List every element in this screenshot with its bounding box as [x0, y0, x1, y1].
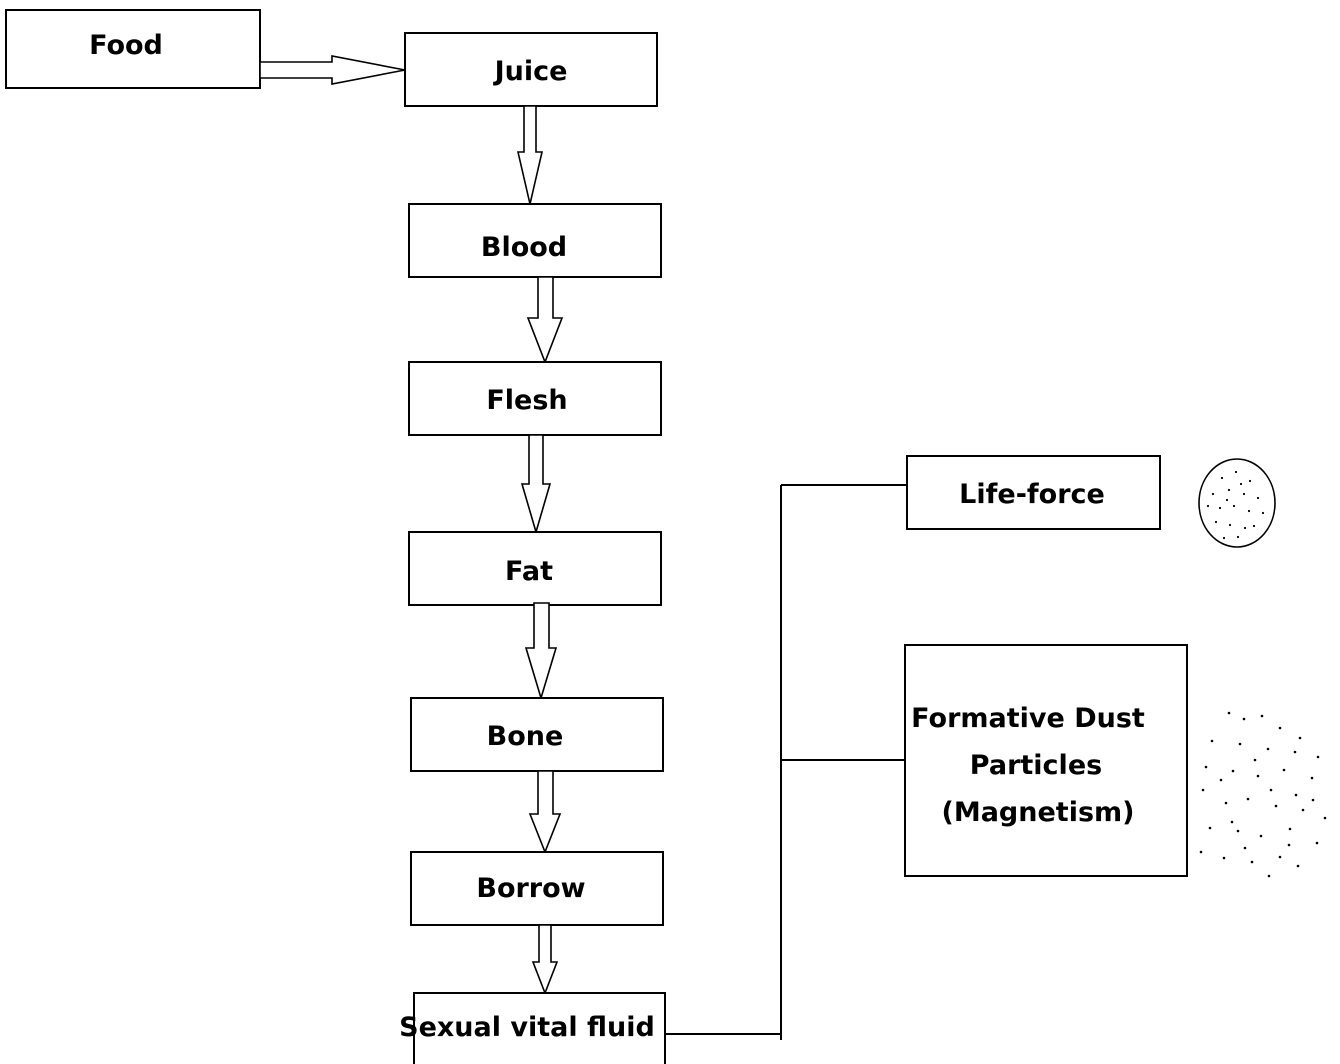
scattered-dust-icon [1199, 711, 1327, 878]
dot [1227, 711, 1231, 715]
dot [1293, 750, 1297, 754]
dot [1247, 509, 1251, 513]
node-blood-label: Blood [481, 232, 567, 263]
dot [1199, 850, 1203, 854]
dot [1256, 496, 1260, 500]
dot [1301, 808, 1305, 812]
node-life-force: Life-force [906, 455, 1161, 530]
arrow-fat-to-bone [524, 602, 558, 701]
dot [1311, 798, 1315, 802]
node-borrow-label: Borrow [476, 873, 585, 904]
dot [1323, 816, 1327, 820]
dot [1222, 856, 1226, 860]
dot [1243, 526, 1247, 530]
dot [1259, 834, 1263, 838]
dot [1253, 758, 1257, 762]
dot [1243, 846, 1247, 850]
dot [1208, 826, 1212, 830]
dot [1269, 788, 1273, 792]
dot [1225, 498, 1229, 502]
dot [1260, 714, 1264, 718]
dot [1230, 820, 1234, 824]
node-bone-label: Bone [487, 721, 564, 752]
dot [1278, 855, 1282, 859]
arrow-bone-to-borrow [528, 770, 562, 855]
arrow-borrow-to-fluid [531, 924, 559, 996]
dot [1210, 739, 1214, 743]
arrow-flesh-to-fat [520, 434, 552, 535]
dot [1220, 476, 1224, 480]
dot [1236, 829, 1240, 833]
dot [1266, 747, 1270, 751]
dot [1246, 797, 1250, 801]
dot [1298, 736, 1302, 740]
dot [1252, 524, 1256, 528]
node-formative-label-line1: Formative Dust [911, 703, 1145, 734]
branch-connector [665, 484, 907, 1040]
dot [1239, 482, 1243, 486]
dot [1256, 774, 1260, 778]
dot [1211, 492, 1215, 496]
dot [1201, 788, 1205, 792]
dot [1232, 504, 1236, 508]
dot [1231, 769, 1235, 773]
dot [1315, 841, 1319, 845]
dot [1214, 520, 1218, 524]
dot [1288, 827, 1292, 831]
dotted-circle-icon [1198, 458, 1276, 548]
node-blood: Blood [408, 203, 662, 278]
node-sexual-vital-fluid-label: Sexual vital fluid [399, 1012, 655, 1043]
dot [1294, 793, 1298, 797]
dot [1228, 523, 1232, 527]
node-food: Food [5, 9, 261, 89]
node-formative-label-line2: Particles [970, 750, 1102, 781]
dot [1287, 843, 1291, 847]
arrow-food-to-juice [259, 55, 406, 85]
dot [1250, 860, 1254, 864]
arrow-juice-to-blood [516, 105, 544, 205]
dot [1274, 804, 1278, 808]
dot [1218, 506, 1222, 510]
node-life-force-label: Life-force [959, 479, 1105, 510]
dot [1206, 504, 1210, 508]
node-fat: Fat [408, 531, 662, 606]
dot [1234, 470, 1238, 474]
node-flesh-label: Flesh [486, 385, 567, 416]
dot [1219, 778, 1223, 782]
node-sexual-vital-fluid: Sexual vital fluid [399, 992, 666, 1064]
node-juice: Juice [404, 32, 658, 107]
node-bone: Bone [410, 697, 664, 772]
node-borrow: Borrow [410, 851, 664, 926]
node-juice-label: Juice [493, 56, 568, 87]
node-flesh: Flesh [408, 361, 662, 436]
dot [1236, 535, 1240, 539]
dot [1267, 874, 1271, 878]
dot [1310, 776, 1314, 780]
dot [1224, 801, 1228, 805]
dot [1278, 726, 1282, 730]
dot [1242, 492, 1246, 496]
dot [1296, 864, 1300, 868]
dot [1204, 765, 1208, 769]
node-food-label: Food [89, 30, 163, 61]
dot [1238, 742, 1242, 746]
arrow-blood-to-flesh [526, 276, 564, 365]
node-fat-label: Fat [505, 556, 553, 587]
node-formative-dust-particles: Formative Dust Particles (Magnetism) [904, 644, 1188, 877]
dot [1222, 536, 1226, 540]
dot [1227, 488, 1231, 492]
node-formative-label-line3: (Magnetism) [942, 797, 1135, 828]
dot [1242, 717, 1246, 721]
dot [1261, 511, 1265, 515]
dot [1248, 479, 1252, 483]
dot [1282, 768, 1286, 772]
dot [1316, 755, 1320, 759]
